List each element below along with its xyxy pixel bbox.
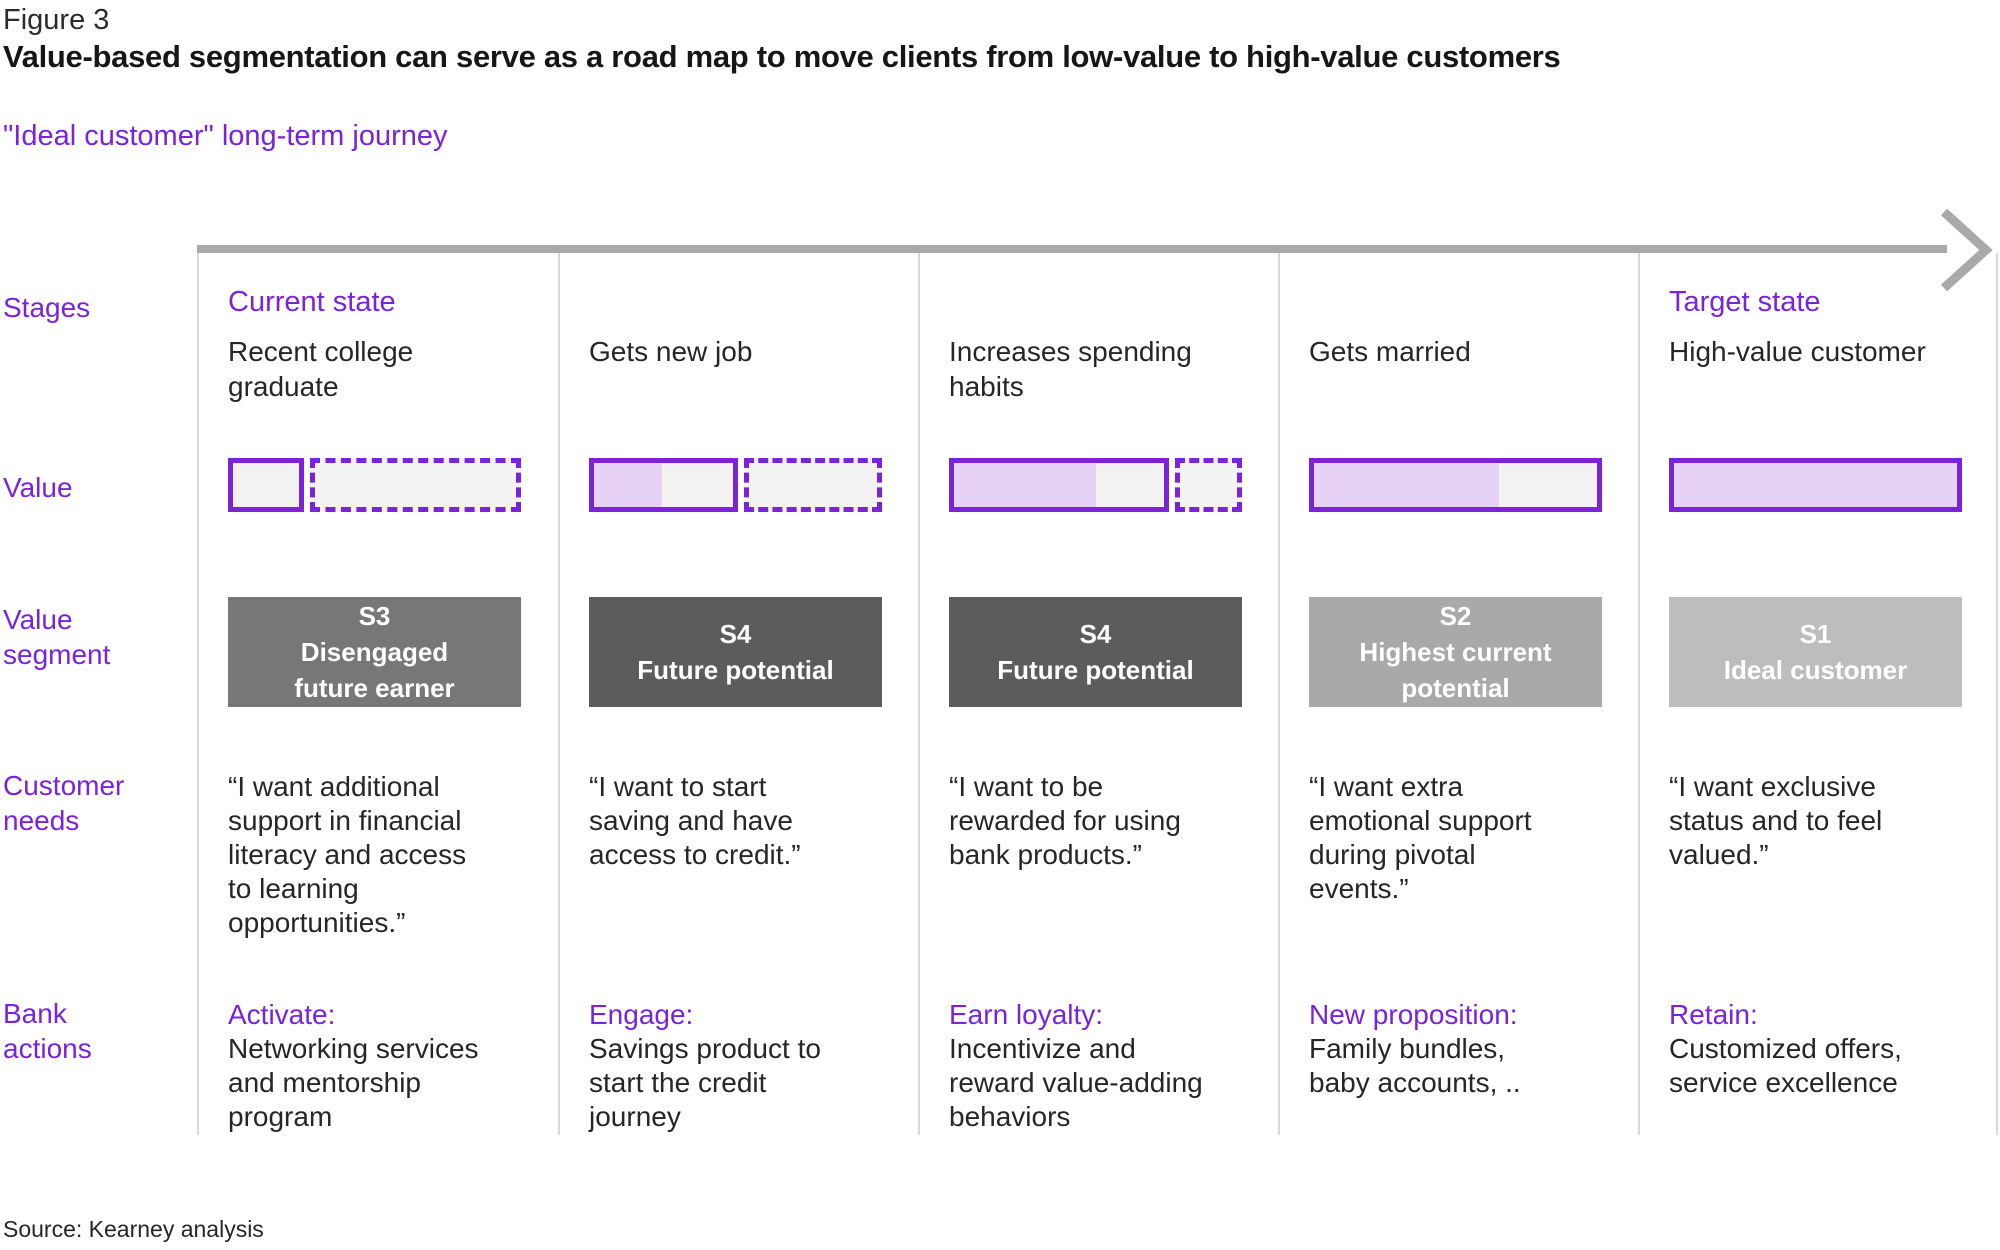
row-label-bank-actions: Bank actions <box>3 998 92 1064</box>
customer-need-quote: “I want to start saving and have access … <box>589 771 801 870</box>
bank-action-text: Savings product to start the credit jour… <box>589 1033 821 1132</box>
bank-action-label: Activate: <box>228 999 336 1030</box>
row-label-value: Value <box>3 472 73 503</box>
value-bar-potential <box>310 458 521 512</box>
stage-label: High-value customer <box>1669 336 1926 367</box>
segment-box: S3 Disengaged future earner <box>228 597 521 707</box>
value-bar-achieved <box>1309 458 1602 512</box>
value-bar-fill <box>1314 463 1499 507</box>
stage-column: Increases spending habits S4 Future pote… <box>918 0 1278 1250</box>
customer-need-quote: “I want exclusive status and to feel val… <box>1669 771 1883 870</box>
value-bar <box>1309 458 1602 512</box>
bank-action-text: Family bundles, baby accounts, .. <box>1309 1033 1521 1098</box>
segment-box: S4 Future potential <box>949 597 1242 707</box>
customer-need-quote: “I want extra emotional support during p… <box>1309 771 1532 904</box>
segment-box: S1 Ideal customer <box>1669 597 1962 707</box>
stage-label: Gets married <box>1309 336 1471 367</box>
bank-action-text: Incentivize and reward value-adding beha… <box>949 1033 1203 1132</box>
segment-box: S2 Highest current potential <box>1309 597 1602 707</box>
segment-box: S4 Future potential <box>589 597 882 707</box>
column-divider <box>197 253 199 1135</box>
stage-label: Increases spending habits <box>949 336 1192 402</box>
column-divider <box>1638 253 1640 1135</box>
row-label-value-segment: Value segment <box>3 604 111 670</box>
stage-header: Target state <box>1669 286 1821 318</box>
value-bar-achieved <box>228 458 304 512</box>
value-bar-potential <box>1175 458 1242 512</box>
right-arrow-icon <box>1940 208 1993 292</box>
bank-action-label: Engage: <box>589 999 694 1030</box>
figure-number: Figure 3 <box>3 4 110 36</box>
value-bar <box>949 458 1242 512</box>
customer-need-quote: “I want additional support in financial … <box>228 771 467 938</box>
figure-title: Value-based segmentation can serve as a … <box>3 39 1561 74</box>
column-divider <box>1996 253 1998 1135</box>
column-divider <box>1278 253 1280 1135</box>
timeline-arrow-shaft <box>197 245 1947 253</box>
stage-label: Recent college graduate <box>228 336 414 402</box>
column-divider <box>558 253 560 1135</box>
bank-action-text: Networking services and mentorship progr… <box>228 1033 479 1132</box>
value-bar-fill <box>594 463 662 507</box>
stage-column: Current state Recent college graduate S3… <box>197 0 557 1250</box>
bank-action-label: Earn loyalty: <box>949 999 1104 1030</box>
source-note: Source: Kearney analysis <box>3 1216 264 1242</box>
value-bar-potential <box>744 458 882 512</box>
journey-subtitle: "Ideal customer" long-term journey <box>3 120 448 152</box>
value-bar <box>228 458 521 512</box>
column-divider <box>918 253 920 1135</box>
value-bar-fill <box>1674 463 1957 507</box>
stage-label: Gets new job <box>589 336 753 367</box>
row-label-stages: Stages <box>3 292 91 323</box>
stage-column: Gets new job S4 Future potential “I want… <box>558 0 918 1250</box>
customer-need-quote: “I want to be rewarded for using bank pr… <box>949 771 1181 870</box>
stage-header: Current state <box>228 286 396 318</box>
value-bar <box>1669 458 1962 512</box>
value-bar-fill <box>954 463 1096 507</box>
stage-column: Gets married S2 Highest current potentia… <box>1278 0 1638 1250</box>
stage-column: Target state High-value customer S1 Idea… <box>1638 0 1998 1250</box>
bank-action-text: Customized offers, service excellence <box>1669 1033 1902 1098</box>
value-bar <box>589 458 882 512</box>
bank-action-label: New proposition: <box>1309 999 1518 1030</box>
row-label-customer-needs: Customer needs <box>3 770 125 836</box>
value-bar-achieved <box>589 458 738 512</box>
value-bar-achieved <box>949 458 1169 512</box>
bank-action-label: Retain: <box>1669 999 1758 1030</box>
value-bar-achieved <box>1669 458 1962 512</box>
